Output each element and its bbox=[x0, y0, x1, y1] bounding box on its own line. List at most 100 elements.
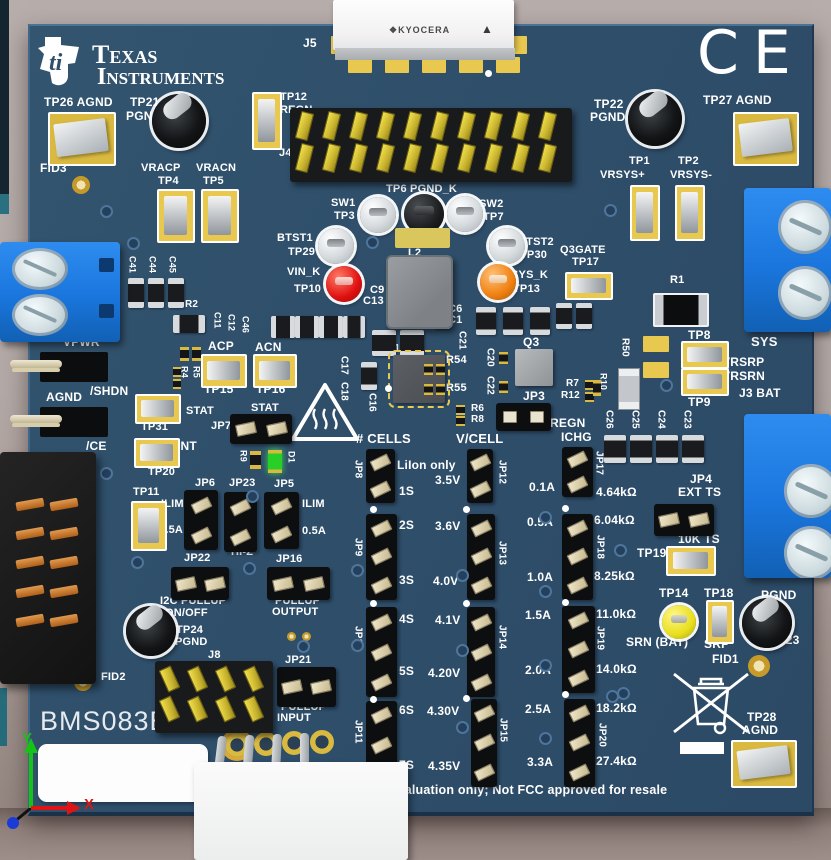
label-btst1: BTST1 bbox=[277, 232, 313, 244]
jumper-pin bbox=[566, 519, 589, 538]
header-pin bbox=[186, 695, 209, 723]
jp5-jumper bbox=[264, 492, 299, 549]
jumper-pin bbox=[567, 640, 590, 659]
tp1-pad bbox=[630, 185, 660, 241]
pad-metal bbox=[687, 373, 722, 390]
label-tp20: TP20 bbox=[148, 466, 176, 478]
jp12-jumper bbox=[467, 449, 493, 503]
ti-texas-text: Texas bbox=[92, 40, 158, 69]
jp17-jumper bbox=[562, 447, 593, 497]
pad-metal bbox=[137, 507, 159, 544]
label-j5: J5 bbox=[303, 36, 317, 50]
j5-smd-pads bbox=[348, 57, 528, 75]
label-tp2: TP2 bbox=[678, 155, 699, 167]
label-acp: ACP bbox=[208, 339, 234, 353]
c46-cap bbox=[180, 347, 189, 361]
label-vcell-header: V/CELL bbox=[456, 431, 504, 446]
header-pin bbox=[242, 695, 265, 723]
pad-metal bbox=[571, 277, 606, 294]
input-terminal-block bbox=[0, 242, 120, 342]
r7-res bbox=[585, 380, 594, 390]
tp6-pgnd-k-testpoint bbox=[404, 194, 444, 234]
probe-slot bbox=[414, 206, 434, 215]
via-15 bbox=[614, 544, 627, 557]
label-ichg-0a1: 0.1A bbox=[529, 480, 556, 494]
label-tp14: TP14 bbox=[659, 586, 689, 600]
label-cells-2s: 2S bbox=[399, 518, 415, 532]
label-ichg: ICHG bbox=[561, 430, 592, 444]
c7-cap bbox=[476, 307, 496, 335]
c24-cap bbox=[656, 435, 678, 463]
r55-res-a bbox=[424, 384, 433, 395]
spare-pad-2 bbox=[643, 362, 669, 378]
jumper-pin bbox=[174, 575, 197, 592]
jp22-jumper bbox=[171, 567, 229, 600]
jumper-pin bbox=[568, 704, 591, 723]
silk-dot-0 bbox=[370, 506, 377, 513]
j6-hole-4 bbox=[310, 730, 334, 754]
label-cells-4s: 4S bbox=[399, 612, 415, 626]
label-tp30: TP30 bbox=[520, 249, 548, 261]
label-stat-right: STAT bbox=[251, 402, 279, 414]
label-ilim-left: ILIM bbox=[161, 498, 184, 510]
header-pin bbox=[49, 497, 79, 512]
label-jp23: JP23 bbox=[229, 477, 256, 489]
jumper-pin bbox=[370, 612, 393, 632]
header-pin bbox=[158, 665, 181, 693]
via-22 bbox=[606, 690, 619, 703]
jumper-pin bbox=[568, 763, 591, 782]
label-tp24: TP24 bbox=[176, 624, 204, 636]
label-tp12: TP12 bbox=[280, 91, 308, 103]
label-c13: C13 bbox=[363, 295, 384, 307]
jumper-pin bbox=[566, 576, 589, 595]
header-pin bbox=[15, 497, 45, 512]
j5-side-pad-right bbox=[512, 36, 527, 54]
label-liion-only: LiIon only bbox=[397, 458, 456, 472]
ti-instruments-text: Instruments bbox=[97, 64, 225, 90]
r8-res bbox=[456, 416, 465, 426]
label-vrsrp: VRSRP bbox=[722, 355, 765, 369]
header-pin bbox=[214, 695, 237, 723]
via-17 bbox=[100, 467, 113, 480]
header-pin bbox=[15, 526, 45, 541]
hot-surface-warning-icon bbox=[291, 383, 359, 441]
header-pin bbox=[375, 142, 396, 174]
input-cap-4 bbox=[343, 316, 365, 338]
polarity-triangle-icon: ▲ bbox=[481, 22, 493, 36]
jumper-pin bbox=[270, 497, 293, 516]
silk-dot-2 bbox=[370, 696, 377, 703]
j3-bat-terminal-block bbox=[744, 414, 831, 578]
label-c25: C25 bbox=[629, 410, 641, 429]
label-res-27k4: 27.4kΩ bbox=[596, 754, 637, 768]
c3-cap bbox=[530, 307, 550, 335]
terminal-screw bbox=[778, 266, 831, 320]
label-c26: C26 bbox=[603, 410, 615, 429]
label-c24: C24 bbox=[655, 410, 667, 429]
probe-slot bbox=[670, 615, 688, 623]
header-pin bbox=[483, 142, 504, 174]
probe-slot bbox=[335, 276, 353, 285]
label-res-6k04: 6.04kΩ bbox=[594, 513, 635, 527]
via-7 bbox=[351, 639, 364, 652]
header-pin bbox=[456, 142, 477, 174]
l2-silk bbox=[395, 228, 450, 248]
label-r8: R8 bbox=[471, 414, 485, 425]
label-vracp: VRACP bbox=[141, 162, 181, 174]
header-pin bbox=[456, 110, 477, 142]
label-pullup-in: PULLUP bbox=[281, 701, 327, 713]
c5-cap bbox=[576, 303, 592, 329]
left-edge-object bbox=[0, 0, 9, 212]
via-1 bbox=[127, 237, 140, 250]
label-res-11k0: 11.0kΩ bbox=[596, 607, 637, 621]
label-sys-k: SYS_K bbox=[511, 269, 549, 281]
header-pin bbox=[348, 142, 369, 174]
label-cells-5s: 5S bbox=[399, 664, 415, 678]
ce-mark: CE bbox=[697, 18, 805, 88]
label-cells-3s: 3S bbox=[399, 573, 415, 587]
header-pin bbox=[49, 555, 79, 570]
j6-connector-housing bbox=[194, 762, 408, 860]
jumper-pin bbox=[469, 480, 491, 499]
label-tp3: TP3 bbox=[334, 210, 355, 222]
via-19 bbox=[604, 204, 617, 217]
label-c21: C21 bbox=[456, 331, 468, 350]
